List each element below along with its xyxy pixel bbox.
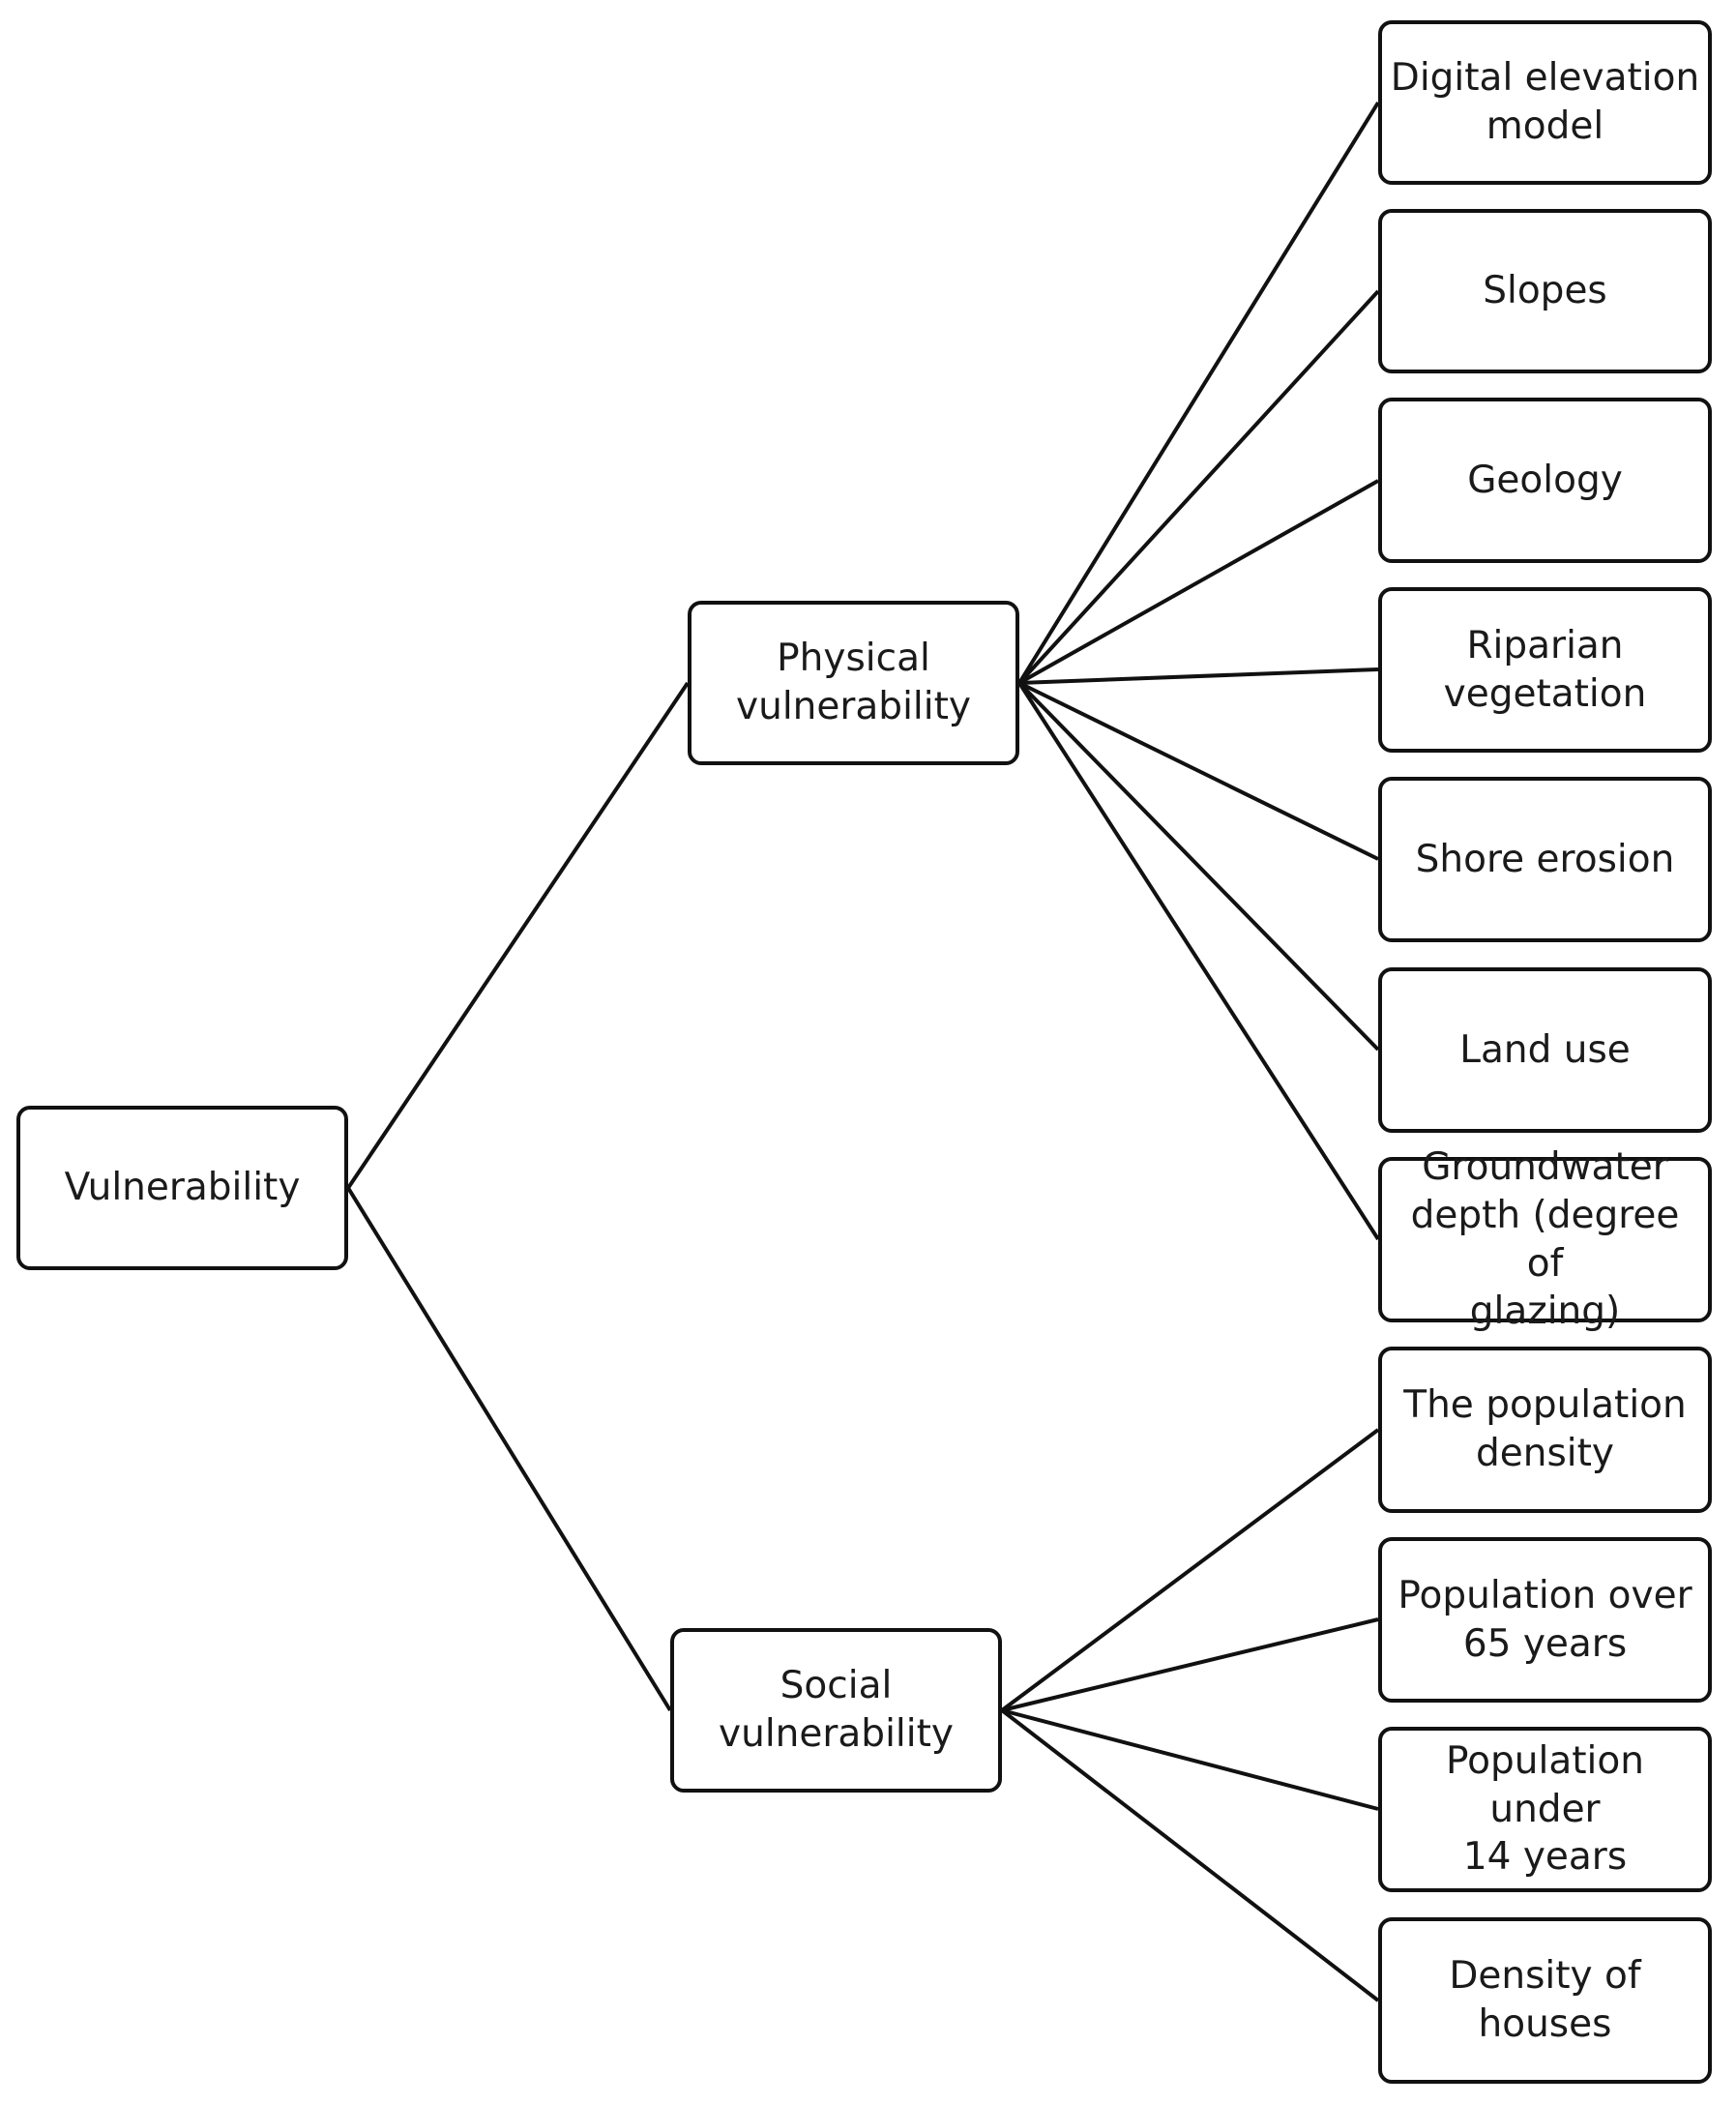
node-physical-vulnerability: Physical vulnerability xyxy=(688,601,1019,765)
leaf-groundwater-depth: Groundwater depth (degree of glazing) xyxy=(1378,1145,1712,1333)
connector-social-over65 xyxy=(1001,1617,1379,1712)
connector-physical-slopes xyxy=(1017,289,1380,685)
connector-physical-riparian xyxy=(1018,667,1379,685)
node-social-vulnerability: Social vulnerability xyxy=(670,1628,1002,1793)
connector-physical-dem xyxy=(1017,101,1380,685)
leaf-density-of-houses: Density of houses xyxy=(1378,1917,1712,2084)
leaf-population-density: The population density xyxy=(1378,1347,1712,1513)
leaf-land-use: Land use xyxy=(1378,967,1712,1133)
leaf-slopes: Slopes xyxy=(1378,209,1712,373)
leaf-shore-erosion: Shore erosion xyxy=(1378,777,1712,942)
node-vulnerability: Vulnerability xyxy=(16,1106,348,1270)
connector-physical-geology xyxy=(1018,479,1379,685)
connector-root-physical xyxy=(346,681,690,1190)
leaf-population-over-65: Population over 65 years xyxy=(1378,1537,1712,1703)
connector-physical-groundwater xyxy=(1017,681,1380,1241)
leaf-population-under-14: Population under 14 years xyxy=(1378,1727,1712,1892)
leaf-digital-elevation-model: Digital elevation model xyxy=(1378,20,1712,185)
connector-physical-landuse xyxy=(1017,681,1380,1052)
connector-social-popdensity xyxy=(1000,1428,1380,1712)
connector-root-social xyxy=(346,1186,672,1712)
leaf-geology: Geology xyxy=(1378,398,1712,563)
connector-physical-shore xyxy=(1018,681,1379,861)
connector-social-houses xyxy=(1000,1708,1380,2002)
connector-social-under14 xyxy=(1001,1708,1379,1811)
leaf-riparian-vegetation: Riparian vegetation xyxy=(1378,587,1712,753)
